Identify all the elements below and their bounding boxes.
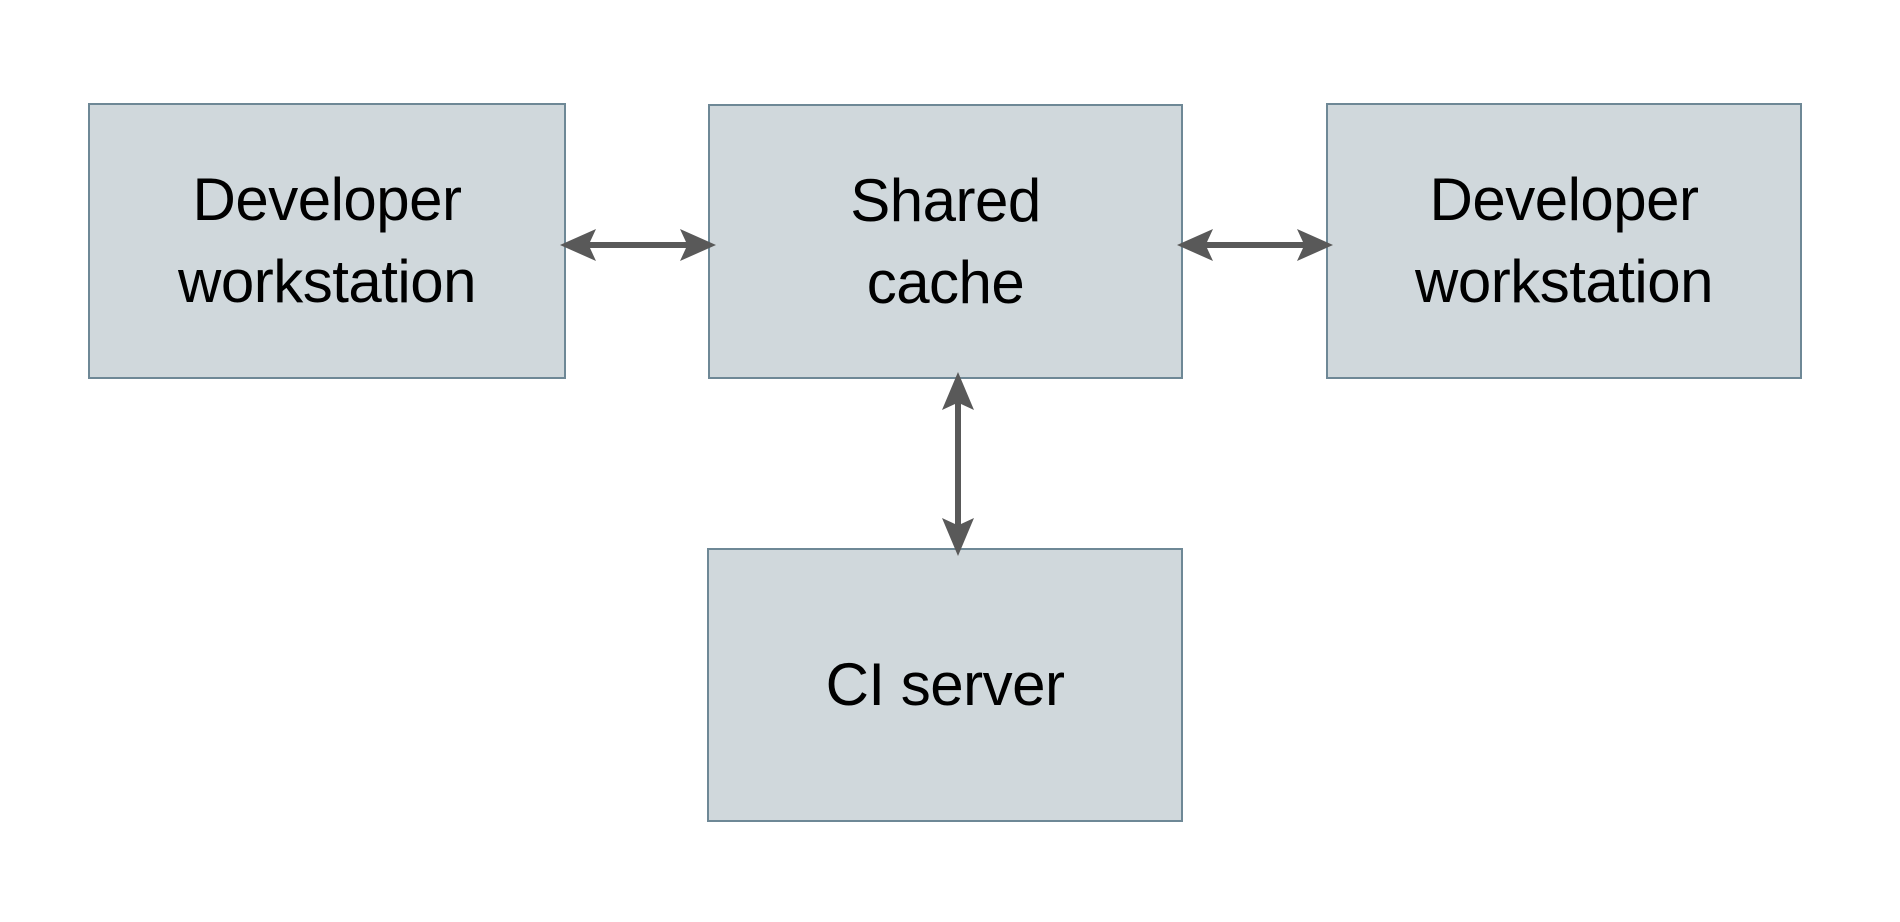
double-arrow-icon (1177, 229, 1333, 261)
node-ci-server[interactable]: CI server (707, 548, 1183, 822)
node-developer-workstation-left[interactable]: Developer workstation (88, 103, 566, 379)
connector-shared-cache-to-ci-server[interactable] (928, 372, 988, 556)
node-label: Developer workstation (1415, 166, 1713, 315)
node-developer-workstation-right[interactable]: Developer workstation (1326, 103, 1802, 379)
connector-dev-left-to-shared-cache[interactable] (560, 215, 716, 275)
node-shared-cache[interactable]: Shared cache (708, 104, 1183, 379)
double-arrow-icon (560, 229, 716, 261)
node-label: Shared cache (850, 166, 1041, 316)
node-label: Developer workstation (178, 166, 476, 315)
connector-shared-cache-to-dev-right[interactable] (1177, 215, 1333, 275)
node-label: CI server (825, 651, 1065, 719)
double-arrow-icon (942, 372, 974, 556)
